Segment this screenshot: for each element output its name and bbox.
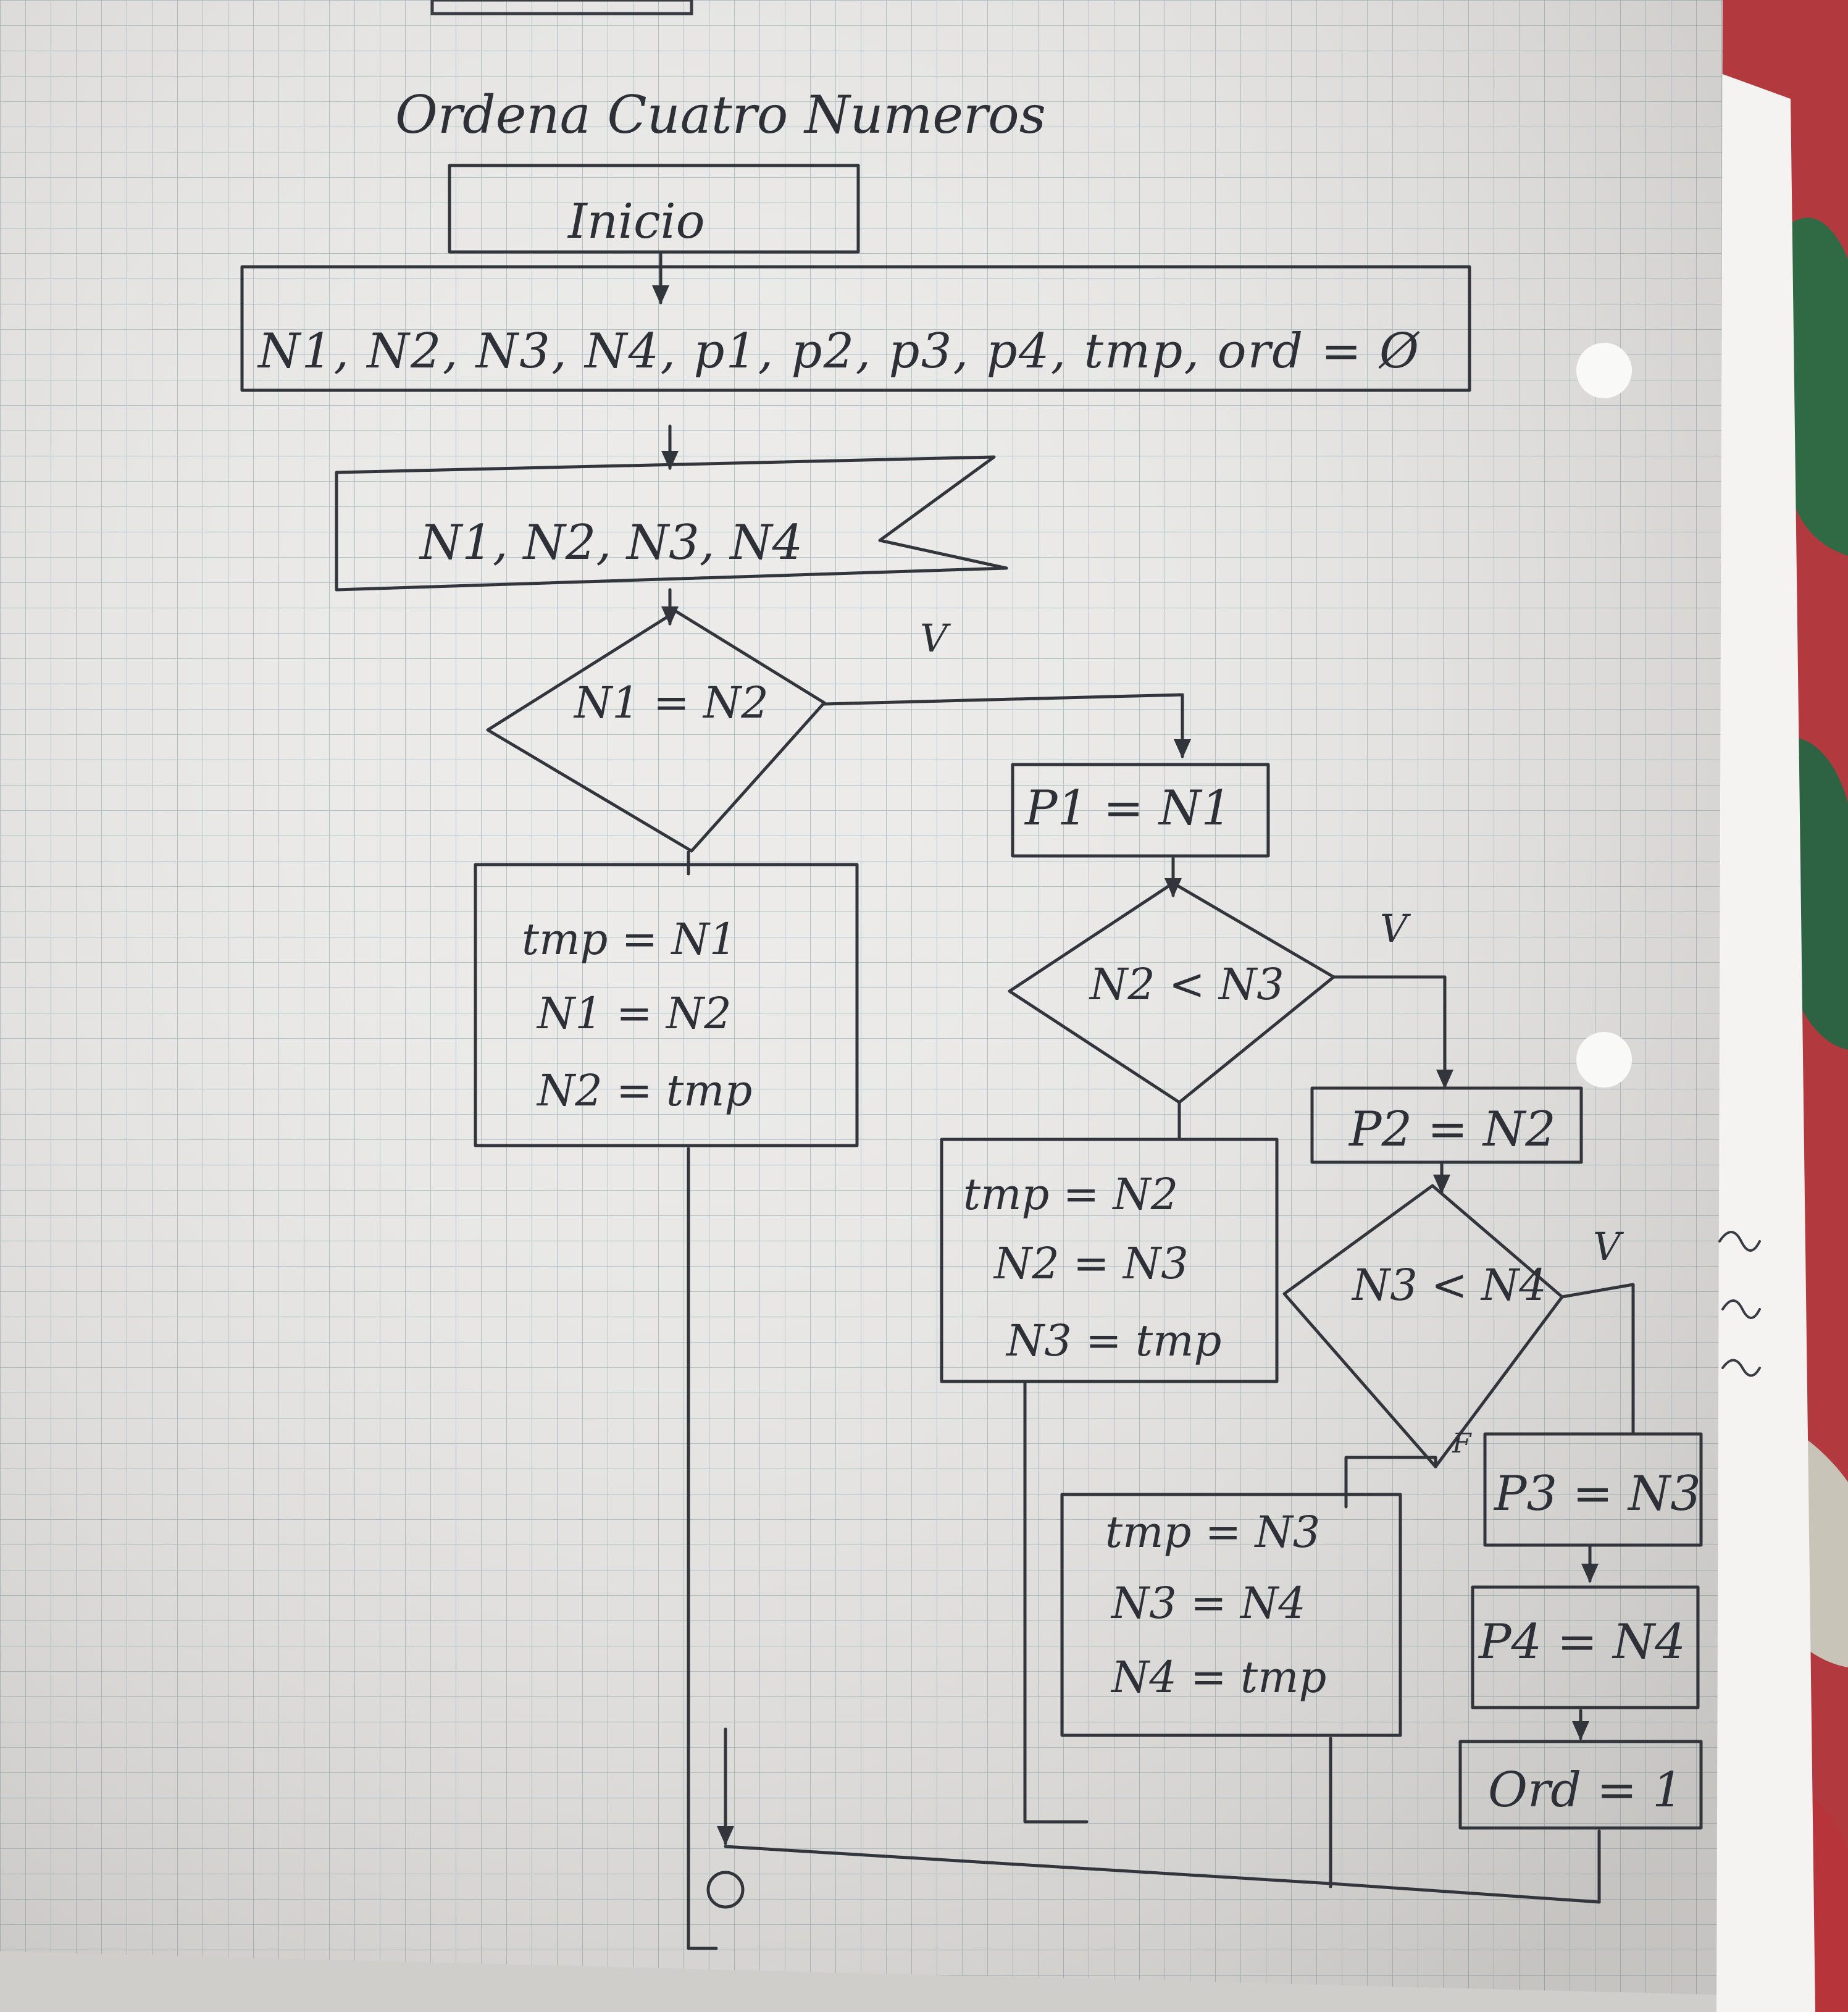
decision-2-label: N2 < N3 bbox=[1089, 959, 1284, 1010]
punch-hole-icon bbox=[1576, 1032, 1632, 1088]
p1-assign-label: P1 = N1 bbox=[1024, 781, 1232, 836]
ord-assign-label: Ord = 1 bbox=[1488, 1763, 1683, 1818]
p4-assign-block bbox=[1471, 1585, 1700, 1709]
decision-3-true-label: V bbox=[1593, 1224, 1624, 1269]
swap-1-line-3: N2 = tmp bbox=[536, 1065, 752, 1116]
start-label: Inicio bbox=[567, 194, 705, 249]
decision-3-false-label: F bbox=[1452, 1428, 1472, 1459]
swap-2-line-1: tmp = N2 bbox=[963, 1169, 1178, 1220]
decision-1-label: N1 = N2 bbox=[573, 677, 769, 728]
merge-line bbox=[724, 1845, 1601, 1904]
declaration-block bbox=[240, 265, 1471, 392]
decision-n1-eq-n2 bbox=[486, 610, 826, 853]
p2-assign-label: P2 = N2 bbox=[1348, 1102, 1556, 1157]
ord-assign-block bbox=[1458, 1740, 1703, 1830]
swap-3-line-3: N4 = tmp bbox=[1110, 1652, 1326, 1703]
end-terminator bbox=[706, 1871, 745, 1909]
swap-2-line-2: N2 = N3 bbox=[993, 1238, 1189, 1289]
input-label: N1, N2, N3, N4 bbox=[419, 515, 803, 571]
p2-assign-block bbox=[1310, 1086, 1583, 1164]
p3-assign-label: P3 = N3 bbox=[1493, 1466, 1701, 1522]
decision-3-label: N3 < N4 bbox=[1351, 1260, 1547, 1310]
p4-assign-label: P4 = N4 bbox=[1478, 1614, 1686, 1670]
margin-scribble bbox=[1721, 1299, 1761, 1319]
swap-n3-n4-block bbox=[1060, 1493, 1402, 1737]
p1-assign-block bbox=[1011, 763, 1270, 858]
start-block bbox=[448, 164, 860, 254]
swap-2-line-3: N3 = tmp bbox=[1005, 1315, 1221, 1366]
decision-2-true-label: V bbox=[1380, 906, 1411, 951]
swap-1-line-2: N1 = N2 bbox=[536, 988, 732, 1039]
input-block bbox=[335, 455, 1008, 592]
swap-n1-n2-block bbox=[474, 863, 859, 1147]
diagram-title: Ordena Cuatro Numeros bbox=[395, 85, 1046, 145]
margin-scribble bbox=[1721, 1359, 1761, 1377]
decision-1-true-label: V bbox=[920, 616, 951, 661]
swap-n2-n3-block bbox=[940, 1138, 1279, 1383]
punch-hole-icon bbox=[1576, 343, 1632, 398]
swap-1-line-1: tmp = N1 bbox=[522, 914, 737, 965]
declaration-label: N1, N2, N3, N4, p1, p2, p3, p4, tmp, ord… bbox=[257, 324, 1420, 379]
swap-3-line-1: tmp = N3 bbox=[1105, 1507, 1320, 1557]
swap-3-line-2: N3 = N4 bbox=[1110, 1578, 1306, 1628]
margin-scribble bbox=[1718, 1231, 1761, 1252]
p3-assign-block bbox=[1483, 1432, 1703, 1547]
